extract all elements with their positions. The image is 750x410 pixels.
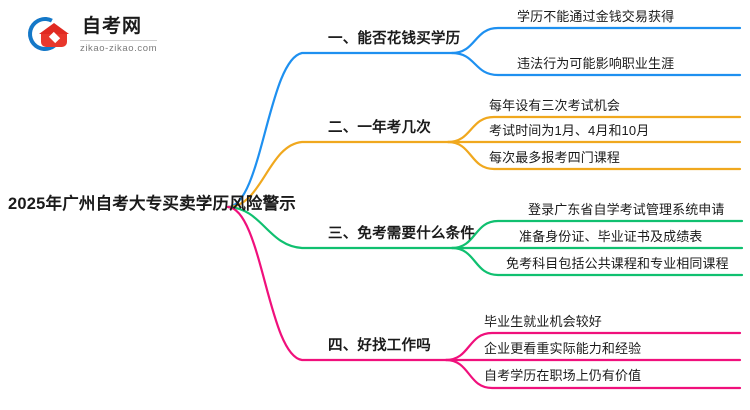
logo-subtitle: zikao-zikao.com <box>80 39 158 54</box>
leaf-label-1-2[interactable]: 违法行为可能影响职业生涯 <box>517 56 675 71</box>
leaf-label-2-2[interactable]: 考试时间为1月、4月和10月 <box>489 123 650 138</box>
leaf-label-4-2[interactable]: 企业更看重实际能力和经验 <box>484 341 642 356</box>
branch-label-2[interactable]: 二、一年考几次 <box>328 120 431 136</box>
branch-label-4[interactable]: 四、好找工作吗 <box>328 338 431 354</box>
leaf-label-4-1[interactable]: 毕业生就业机会较好 <box>484 314 602 329</box>
fork-1-1 <box>450 26 742 55</box>
leaf-label-2-1[interactable]: 每年设有三次考试机会 <box>489 98 621 113</box>
leaf-label-3-1[interactable]: 登录广东省自学考试管理系统申请 <box>528 202 725 217</box>
leaf-label-3-3[interactable]: 免考科目包括公共课程和专业相同课程 <box>506 256 729 271</box>
leaf-label-2-3[interactable]: 每次最多报考四门课程 <box>489 150 621 165</box>
site-logo: 自考网 zikao-zikao.com <box>23 10 206 60</box>
page-title: 2025年广州自考大专买卖学历风险警示 <box>8 195 297 213</box>
branch-label-1[interactable]: 一、能否花钱买学历 <box>328 31 461 47</box>
leaf-label-4-3[interactable]: 自考学历在职场上仍有价值 <box>484 368 642 383</box>
logo-text-block: 自考网 zikao-zikao.com <box>80 15 158 54</box>
logo-cap-top <box>39 23 69 34</box>
leaf-label-1-1[interactable]: 学历不能通过金钱交易获得 <box>517 9 675 24</box>
branch-label-3[interactable]: 三、免考需要什么条件 <box>328 226 475 242</box>
leaf-label-3-2[interactable]: 准备身份证、毕业证书及成绩表 <box>519 229 703 244</box>
graduation-cap-icon <box>23 12 72 58</box>
logo-title: 自考网 <box>82 15 143 37</box>
